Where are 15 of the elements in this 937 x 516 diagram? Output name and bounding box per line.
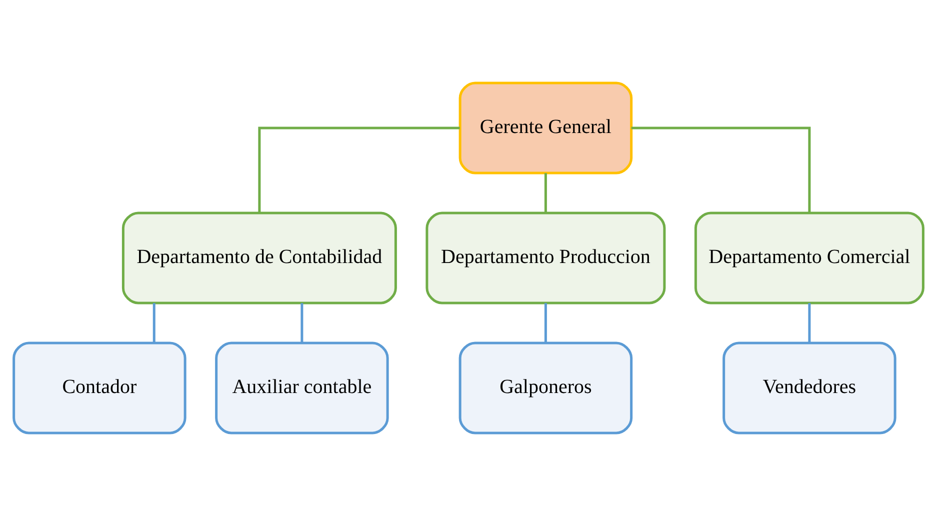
node-box: Departamento Comercial — [694, 212, 924, 304]
node-box: Departamento Produccion — [426, 212, 666, 304]
node-box: Departamento de Contabilidad — [122, 212, 397, 304]
connector — [544, 173, 547, 213]
connector — [258, 126, 460, 213]
node-box: Auxiliar contable — [215, 342, 389, 434]
connector — [808, 303, 811, 343]
connector — [631, 126, 811, 213]
node-box: Vendedores — [722, 342, 896, 434]
node-box: Gerente General — [458, 82, 633, 174]
connector — [544, 303, 547, 343]
node-box: Contador — [12, 342, 186, 434]
connector — [300, 303, 304, 343]
connector — [152, 303, 156, 343]
node-box: Galponeros — [458, 342, 633, 434]
